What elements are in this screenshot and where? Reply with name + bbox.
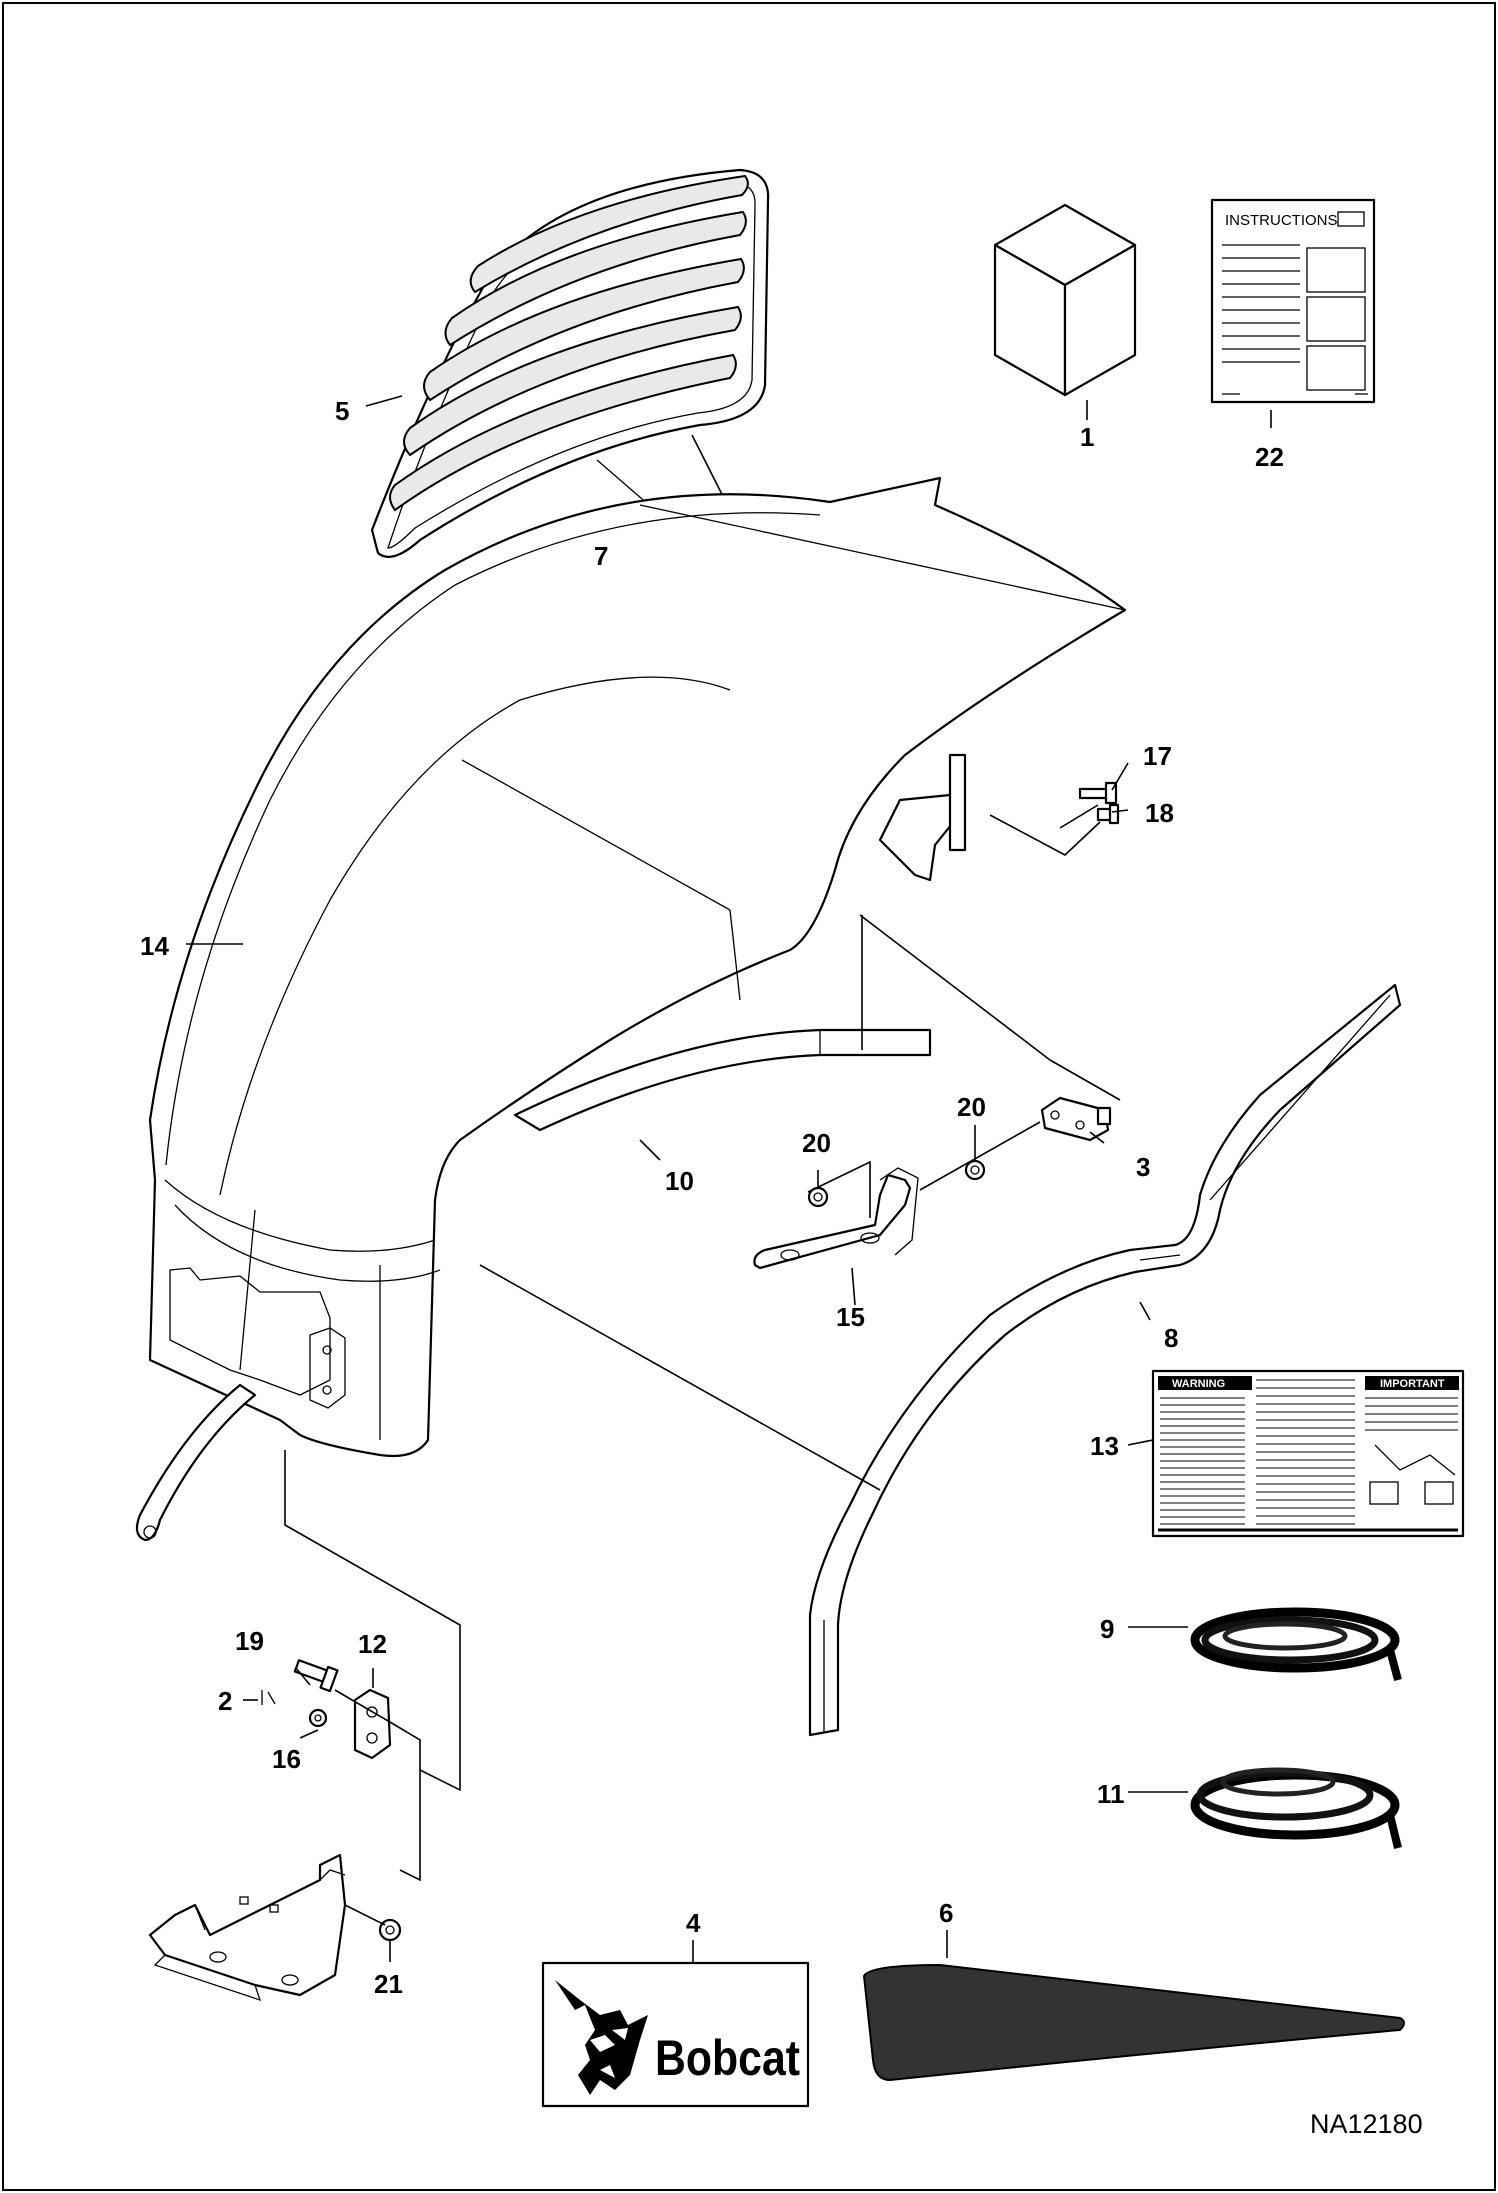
- callout-13: 13: [1090, 1431, 1119, 1461]
- callout-15: 15: [836, 1302, 865, 1332]
- bolt-17: [1078, 781, 1118, 805]
- instructions-title: INSTRUCTIONS: [1225, 212, 1338, 229]
- hw-connect-lines: [807, 1160, 871, 1218]
- callout-19: 19: [235, 1626, 264, 1656]
- stripe-decal: [862, 1963, 1405, 2082]
- callout-labels: 1 22 5 7 14 17 18 10 20 20 3 15 8 13 9 1…: [140, 396, 1284, 1999]
- fender: [148, 476, 1127, 1458]
- callout-22: 22: [1255, 442, 1284, 472]
- callout-3: 3: [1136, 1152, 1150, 1182]
- callout-2: 2: [218, 1686, 232, 1716]
- callout-10: 10: [665, 1166, 694, 1196]
- edge-trim: [808, 983, 1402, 1737]
- louver-slots: [389, 174, 749, 512]
- bracket-part: [753, 1167, 919, 1270]
- latch-part: [1040, 1096, 1112, 1142]
- hinge-arm: [135, 1383, 257, 1542]
- instructions-sheet: INSTRUCTIONS: [1210, 198, 1376, 404]
- callout-21: 21: [374, 1969, 403, 1999]
- callout-18: 18: [1145, 798, 1174, 828]
- important-title: IMPORTANT: [1380, 1378, 1445, 1390]
- callout-6: 6: [939, 1898, 953, 1928]
- bobcat-logo: [555, 1980, 648, 2095]
- callout-16: 16: [272, 1744, 301, 1774]
- box-part: [993, 203, 1137, 397]
- bobcat-decal: Bobcat: [541, 1961, 810, 2108]
- bolt-18: [1096, 803, 1120, 825]
- callout-leaders: [186, 395, 1272, 1963]
- seal-coil-9: [1190, 1607, 1402, 1682]
- callout-7: 7: [594, 541, 608, 571]
- callout-17: 17: [1143, 741, 1172, 771]
- callout-8: 8: [1164, 1323, 1178, 1353]
- warning-title: WARNING: [1172, 1378, 1225, 1390]
- callout-12: 12: [358, 1629, 387, 1659]
- nut-20b: [964, 1159, 986, 1181]
- bobcat-wordmark: Bobcat: [655, 2030, 800, 2086]
- edge-seal-strip: [513, 1028, 932, 1132]
- seal-coil-11: [1190, 1767, 1402, 1849]
- callout-5: 5: [335, 396, 349, 426]
- callout-14: 14: [140, 931, 169, 961]
- hinge-assembly: [148, 1450, 461, 2002]
- drawing-id: NA12180: [1310, 2109, 1423, 2139]
- callout-20a: 20: [802, 1128, 831, 1158]
- warning-decal: WARNING IMPORTANT: [1151, 1369, 1465, 1538]
- side-bracket: [878, 753, 967, 882]
- callout-9: 9: [1100, 1614, 1114, 1644]
- vent-grille: [370, 168, 770, 558]
- callout-4: 4: [686, 1908, 701, 1938]
- callout-11: 11: [1097, 1779, 1125, 1809]
- callout-20b: 20: [957, 1092, 986, 1122]
- callout-1: 1: [1080, 422, 1094, 452]
